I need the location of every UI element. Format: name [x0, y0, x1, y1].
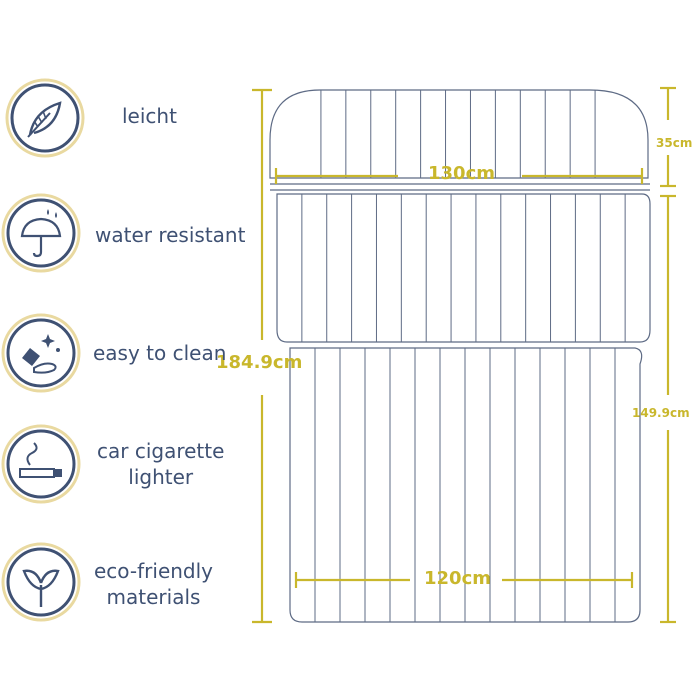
feature-label-lighter: car cigarette lighter	[97, 439, 225, 489]
leaf-icon	[1, 542, 81, 622]
umbrella-icon	[1, 193, 81, 273]
feature-label-eco: eco-friendly materials	[94, 559, 214, 609]
feature-icon-water	[0, 192, 82, 274]
feature-label-light: leicht	[122, 104, 177, 128]
feature-icon-eco	[0, 541, 82, 623]
cleaning-hand-icon	[1, 313, 81, 393]
dimension-top-height: 35cm	[656, 136, 693, 150]
mattress-outline	[269, 89, 651, 623]
dimension-top-width: 130cm	[428, 163, 495, 184]
feature-icon-lighter	[0, 423, 82, 505]
feature-icon-light	[4, 77, 86, 159]
feature-label-clean: easy to clean	[93, 341, 227, 365]
dimension-lines	[252, 86, 676, 624]
feather-icon	[5, 78, 85, 158]
cigarette-lighter-icon	[1, 424, 81, 504]
dimension-total-length: 184.9cm	[216, 352, 303, 373]
feature-label-water: water resistant	[95, 223, 246, 247]
mattress-ribs	[301, 90, 626, 622]
feature-icon-clean	[0, 312, 82, 394]
dimension-bottom-width: 120cm	[424, 568, 491, 589]
dimension-main-length: 149.9cm	[632, 406, 690, 420]
